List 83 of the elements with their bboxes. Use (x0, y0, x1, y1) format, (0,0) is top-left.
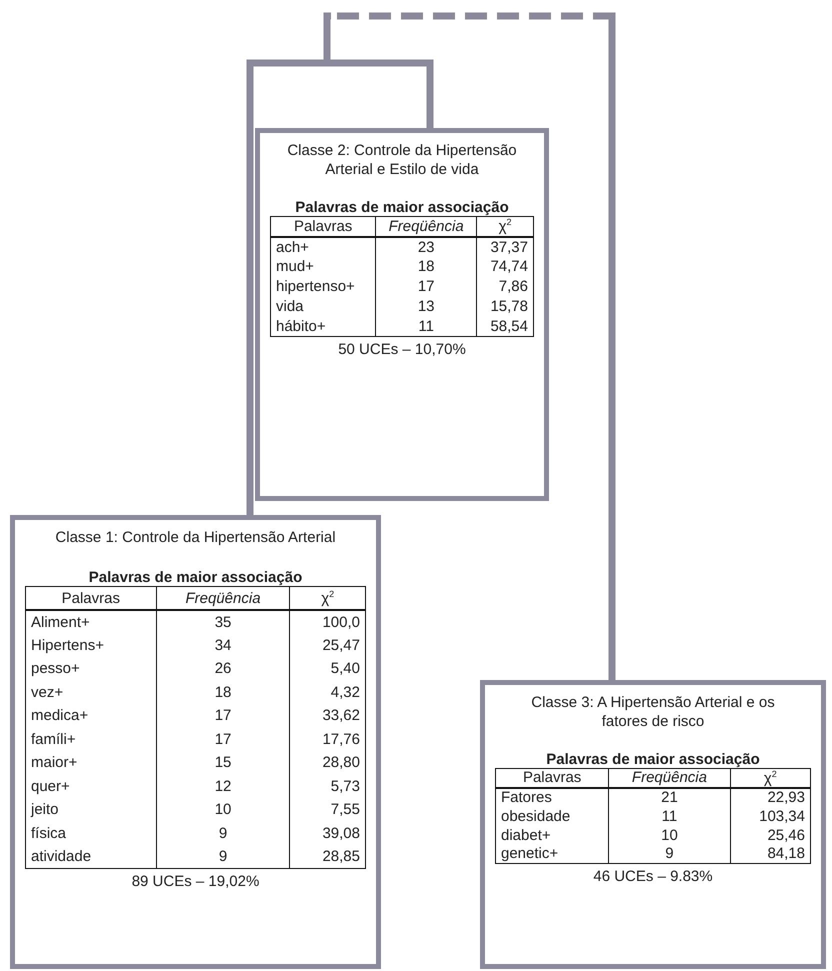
chi-square-cell: 15,78 (490, 298, 528, 315)
frequency-cell: 17 (214, 730, 232, 748)
frequency-cell: 17 (214, 707, 232, 724)
dashed-dendrogram-line (324, 12, 616, 680)
frequency-cell: 10 (661, 826, 678, 844)
table-title: Palavras de maior associação (294, 199, 510, 216)
frequency-cell: 13 (418, 298, 435, 315)
word-cell: quer+ (31, 778, 70, 795)
frequency-cell: 34 (214, 636, 232, 654)
uce-count: 89 UCEs – 19,02% (130, 873, 260, 890)
frequency-cell: Freqüência (632, 769, 707, 786)
chi-square-cell: 100,0 (322, 614, 360, 631)
frequency-cell: 18 (214, 684, 232, 701)
frequency-cell: 15 (214, 754, 232, 772)
chi-square-cell: 28,85 (322, 848, 360, 865)
chi-square-cell: 74,74 (490, 258, 528, 275)
frequency-cell: 9 (218, 824, 228, 842)
word-cell: genetic+ (501, 845, 558, 862)
class-box (255, 128, 549, 501)
frequency-cell: 18 (418, 258, 435, 275)
frequency-cell: 9 (665, 845, 674, 862)
word-cell: mud+ (276, 258, 314, 275)
chi-square-cell: 33,62 (322, 707, 360, 724)
frequency-cell: 17 (418, 278, 435, 295)
chi-square-cell: 39,08 (322, 824, 360, 842)
word-cell: obesidade (501, 808, 570, 824)
chi-square-cell: 58,54 (490, 318, 528, 335)
word-cell: jeito (31, 801, 59, 818)
chi-square-cell: 103,34 (759, 808, 805, 824)
chi-square-cell: 25,46 (767, 826, 805, 844)
chi-square-cell: 17,76 (322, 730, 360, 748)
chi-square-cell: χ$^{2}$ (498, 218, 512, 236)
class-box (480, 680, 826, 969)
frequency-cell: 21 (661, 789, 678, 806)
word-cell: física (31, 824, 66, 842)
word-cell: vida (276, 298, 304, 315)
chi-square-cell: 25,47 (322, 636, 360, 654)
frequency-cell: 10 (214, 801, 232, 818)
chi-square-cell: χ$^{2}$ (321, 590, 334, 607)
word-cell: hipertenso+ (276, 278, 355, 295)
chi-square-cell: 7,55 (330, 801, 360, 818)
frequency-cell: 9 (218, 848, 228, 865)
word-cell: pesso+ (31, 660, 80, 678)
chi-square-cell: χ$^{2}$ (764, 770, 777, 787)
word-cell: ach+ (276, 238, 309, 256)
chi-square-cell: 5,40 (330, 660, 360, 678)
frequency-cell: Freqüência (186, 590, 261, 606)
chi-square-cell: 4,32 (330, 684, 360, 701)
word-cell: diabet+ (501, 826, 551, 844)
word-cell: hábito+ (276, 318, 326, 335)
chi-square-cell: 28,80 (322, 754, 360, 772)
chi-square-cell: 5,73 (330, 778, 360, 795)
frequency-cell: 11 (418, 318, 434, 335)
word-cell: atividade (31, 848, 92, 865)
frequency-cell: Freqüência (388, 218, 464, 235)
frequency-cell: 23 (418, 238, 435, 256)
dendrogram-line (246, 60, 434, 515)
chi-square-cell: 37,37 (490, 238, 528, 256)
class-box (10, 515, 381, 969)
word-cell: vez+ (31, 684, 64, 701)
word-cell: Palavras (294, 218, 352, 235)
class-heading: Classe 3: A Hipertensão Arterial e os fatores de risco (530, 693, 776, 731)
chi-square-cell: 7,86 (498, 278, 528, 295)
word-cell: maior+ (31, 754, 78, 772)
table-title: Palavras de maior associação (545, 751, 761, 768)
table-title: Palavras de maior associação (88, 569, 304, 586)
class-heading: Classe 2: Controle da Hipertensão Arterial e Estilo de vida (286, 141, 518, 179)
class-heading: Classe 1: Controle da Hipertensão Arterial (54, 528, 337, 547)
uce-count: 50 UCEs – 10,70% (337, 341, 467, 358)
frequency-cell: 11 (662, 808, 678, 824)
word-cell: famíli+ (31, 730, 76, 748)
word-cell: Fatores (501, 789, 552, 806)
word-cell: Palavras (62, 590, 120, 606)
word-cell: Aliment+ (31, 614, 90, 631)
word-cell: Hipertens+ (31, 636, 104, 654)
frequency-cell: 12 (214, 778, 232, 795)
frequency-cell: 35 (214, 614, 232, 631)
uce-count: 46 UCEs – 9.83% (592, 868, 714, 885)
frequency-cell: 26 (214, 660, 232, 678)
chi-square-cell: 22,93 (767, 789, 805, 806)
word-cell: medica+ (31, 707, 88, 724)
word-cell: Palavras (522, 769, 582, 786)
chi-square-cell: 84,18 (767, 845, 805, 862)
